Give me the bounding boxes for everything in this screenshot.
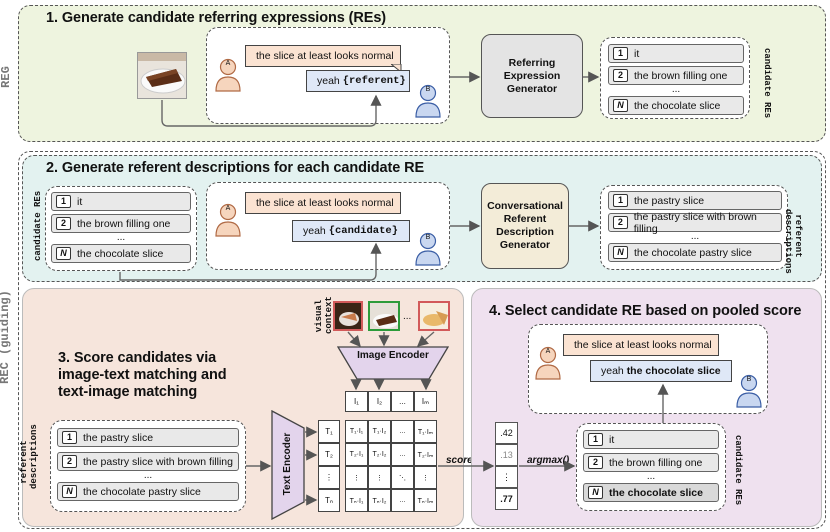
p3-desc-ellipsis: ... xyxy=(143,470,153,481)
text-token-2: T₂ xyxy=(318,443,340,466)
matrix-cell-4-4: Tₙ·Iₘ xyxy=(414,489,437,512)
score-1: .42 xyxy=(495,422,518,444)
matrix-cell-4-2: Tₙ·I₂ xyxy=(368,489,391,512)
matrix-cell-1-1: T₁·I₁ xyxy=(345,420,368,443)
context-image-1 xyxy=(333,301,363,331)
p4-speaker-a-icon xyxy=(535,346,561,380)
p1-speaker-a-letter: A xyxy=(225,60,231,67)
panel-3-title: 3. Score candidates via image-text match… xyxy=(58,350,227,400)
matrix-cell-2-4: T₂·Iₘ xyxy=(414,443,437,466)
referring-expression-generator: Referring Expression Generator xyxy=(481,34,583,118)
matrix-cell-3-3: ⋱ xyxy=(391,466,414,489)
p2-speaker-b-letter: B xyxy=(425,234,431,241)
p4-speaker-b-letter: B xyxy=(746,376,752,383)
context-ellipsis: ... xyxy=(403,311,412,322)
p1-utterance-a: the slice at least looks normal xyxy=(245,45,401,67)
p4-speaker-a-letter: A xyxy=(545,348,551,355)
p1-speaker-b-icon xyxy=(415,84,441,118)
p1-speaker-b-letter: B xyxy=(425,86,431,93)
matrix-cell-2-2: T₂·I₂ xyxy=(368,443,391,466)
p2-right-ellipsis: ... xyxy=(690,231,700,242)
food-photo xyxy=(137,52,187,99)
matrix-cell-3-2: ⋮ xyxy=(368,466,391,489)
matrix-cell-1-3: ... xyxy=(391,420,414,443)
p2-speaker-b-icon xyxy=(415,232,441,266)
p2-utterance-a: the slice at least looks normal xyxy=(245,192,401,214)
image-token-m: Iₘ xyxy=(414,391,437,412)
p4-ellipsis: ... xyxy=(646,471,656,482)
panel-1-title: 1. Generate candidate referring expressi… xyxy=(46,10,387,26)
score-n: .77 xyxy=(495,488,518,510)
matrix-cell-1-2: T₁·I₂ xyxy=(368,420,391,443)
score-function-label: score() xyxy=(446,455,480,466)
matrix-cell-3-1: ⋮ xyxy=(345,466,368,489)
p2-left-ellipsis: ... xyxy=(116,232,126,243)
matrix-cell-1-4: T₁·Iₘ xyxy=(414,420,437,443)
image-token-2: I₂ xyxy=(368,391,391,412)
p2-utterance-b: yeah {candidate} xyxy=(292,220,410,242)
matrix-cell-2-3: ... xyxy=(391,443,414,466)
panel-4-title: 4. Select candidate RE based on pooled s… xyxy=(489,303,802,319)
p4-speaker-b-icon xyxy=(736,374,762,408)
text-token-n: Tₙ xyxy=(318,489,340,512)
context-image-2 xyxy=(368,301,400,331)
p1-utterance-b: yeah {referent} xyxy=(306,70,410,92)
matrix-cell-4-3: ... xyxy=(391,489,414,512)
context-image-m xyxy=(418,301,450,331)
p4-utterance-b: yeah the chocolate slice xyxy=(590,360,732,382)
p2-speaker-a-letter: A xyxy=(225,205,231,212)
argmax-function-label: argmax() xyxy=(527,455,570,466)
panel-2-title: 2. Generate referent descriptions for ea… xyxy=(46,160,425,176)
p1-ellipsis: ... xyxy=(671,84,681,95)
image-token-ellipsis: ... xyxy=(391,391,414,412)
image-encoder-shape xyxy=(337,346,449,380)
text-encoder-shape xyxy=(271,410,305,520)
score-ellipsis: ⋮ xyxy=(495,466,518,488)
matrix-cell-2-1: T₂·I₁ xyxy=(345,443,368,466)
score-2: .13 xyxy=(495,444,518,466)
p4-utterance-a: the slice at least looks normal xyxy=(563,334,719,356)
image-token-1: I₁ xyxy=(345,391,368,412)
p1-speaker-a-icon xyxy=(215,58,241,92)
text-token-1: T₁ xyxy=(318,420,340,443)
p2-speaker-a-icon xyxy=(215,203,241,237)
text-token-ellipsis: ⋮ xyxy=(318,466,340,489)
image-encoder-label: Image Encoder xyxy=(357,350,429,361)
conversational-referent-description-generator: Conversational Referent Description Gene… xyxy=(481,183,569,269)
matrix-cell-4-1: Tₙ·I₁ xyxy=(345,489,368,512)
matrix-cell-3-4: ⋮ xyxy=(414,466,437,489)
